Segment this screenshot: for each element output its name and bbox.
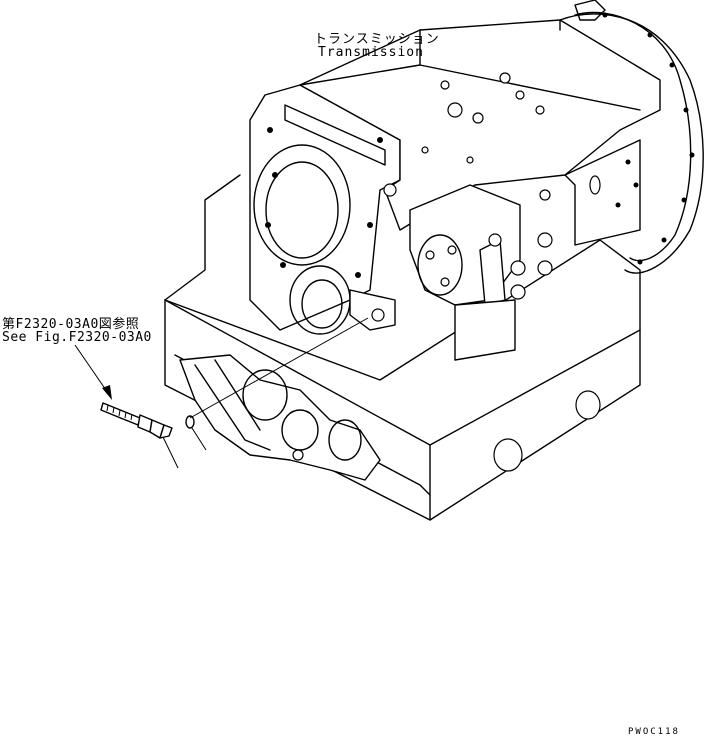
o-ring-part <box>185 415 195 429</box>
transmission-label-jp: トランスミッション <box>314 32 440 47</box>
transmission-label-en: Transmission <box>318 45 424 60</box>
control-valve-block <box>564 139 641 246</box>
reference-label-en: See Fig.F2320-03A0 <box>2 330 152 345</box>
leader-line-bracket <box>189 317 369 419</box>
reference-label-jp: 第F2320-03A0図参照 <box>2 317 140 332</box>
front-housing-plate <box>249 84 401 331</box>
reference-arrow <box>74 344 109 394</box>
sensor-part <box>100 402 173 439</box>
figure-code: PWOC118 <box>628 727 680 737</box>
mounting-bracket <box>349 289 396 331</box>
